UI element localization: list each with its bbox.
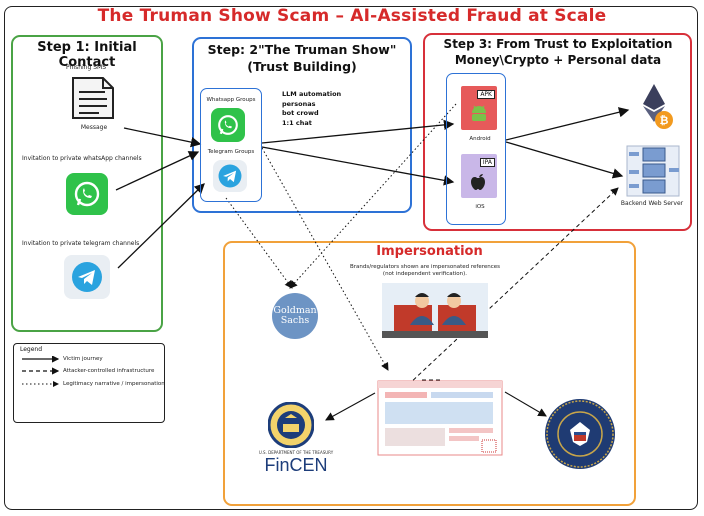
apps-phone-frame: [446, 73, 506, 225]
arrow-website-to-backend: [407, 187, 619, 386]
feature-bot-crowd: bot crowd: [282, 109, 319, 117]
impersonation-box: [223, 241, 636, 506]
step1-box: [11, 35, 163, 332]
apple-icon: [471, 174, 485, 190]
group-phone-frame: [200, 88, 262, 202]
goldman-line2: Sachs: [280, 315, 310, 326]
legend-title: Legend: [20, 346, 43, 353]
step2-heading-line2: (Trust Building): [247, 59, 357, 74]
whatsapp-groups-label: Whatsapp Groups: [206, 97, 256, 103]
legend-line-samples: [22, 356, 60, 387]
svg-text:₿: ₿: [660, 114, 669, 127]
arrow-telegram-to-groups: [117, 183, 205, 269]
step1-heading: Step 1: Initial Contact: [37, 40, 137, 70]
arrow-android-to-crypto: [505, 107, 630, 141]
arrow-groups-to-android: [261, 119, 455, 144]
goldman-line1: Goldman: [273, 305, 317, 316]
telegram-icon: [64, 255, 110, 299]
step2-feature-list: LLM automation personas bot crowd 1:1 ch…: [282, 90, 392, 128]
arrow-website-to-sec: [504, 391, 547, 417]
impersonation-heading: Impersonation: [376, 244, 483, 259]
whatsapp-invite-label: Invitation to private whatsApp channels: [22, 155, 142, 162]
diagram-frame: [4, 6, 698, 510]
telegram-groups-label: Telegram Groups: [207, 149, 255, 155]
impersonators-video-call-icon: [382, 283, 488, 338]
step2-box: [192, 37, 412, 213]
whatsapp-icon: [66, 173, 108, 215]
message-document-icon: [67, 74, 119, 120]
apk-tag: APK: [477, 90, 495, 99]
legend-victim-journey: Victim journey: [63, 356, 103, 362]
ipa-tag: IPA: [479, 158, 495, 167]
goldman-sachs-logo: Goldman Sachs: [272, 293, 318, 339]
message-label: Message: [80, 124, 108, 131]
apk-file-icon: APK: [461, 86, 497, 130]
android-robot-icon: [472, 105, 486, 121]
backend-label: Backend Web Server: [620, 200, 684, 207]
android-label: Android: [469, 136, 491, 142]
arrow-android-to-goldman: [289, 103, 457, 289]
impersonation-note-2: (not independent verification).: [382, 271, 468, 277]
ios-label: iOS: [475, 204, 485, 210]
feature-llm: LLM automation: [282, 90, 342, 98]
fincen-small-text: U.S. DEPARTMENT OF THE TREASURY: [258, 450, 334, 455]
feature-personas: personas: [282, 99, 316, 108]
legend-box: [13, 343, 165, 423]
arrow-website-to-fincen: [325, 392, 376, 421]
diagram-title: The Truman Show Scam – AI-Assisted Fraud…: [97, 6, 607, 26]
feature-chat: 1:1 chat: [282, 118, 312, 127]
legend-attacker-infra: Attacker-controlled infrastructure: [63, 368, 155, 374]
ipa-file-icon: IPA: [461, 154, 497, 198]
step2-heading-line1: Step: 2"The Truman Show": [207, 42, 397, 57]
telegram-invite-label: Invitation to private telegram channels: [22, 240, 140, 247]
fincen-wordmark: FinCEN: [264, 455, 328, 475]
step3-heading-line2: Money\Crypto + Personal data: [454, 53, 662, 67]
backend-server-icon: [626, 145, 680, 197]
sec-seal-icon: [545, 399, 615, 469]
arrow-whatsapp-to-groups: [115, 151, 200, 191]
whatsapp-groups-icon: [211, 108, 245, 142]
impersonation-note-1: Brands/regulators shown are impersonated…: [349, 264, 500, 270]
arrow-groups-to-ios: [261, 146, 455, 186]
arrow-sms-to-groups: [123, 127, 202, 148]
step3-heading-line1: Step 3: From Trust to Exploitation: [443, 37, 673, 51]
step3-box: [423, 33, 692, 231]
legend-legitimacy: Legitimacy narrative / impersonation: [63, 381, 165, 387]
telegram-groups-icon: [213, 160, 247, 192]
fake-website-icon: [377, 380, 503, 456]
sms-label: Phishing SMS: [66, 64, 106, 71]
crypto-coins-icon: ₿: [643, 84, 673, 129]
arrow-android-to-backend: [505, 141, 624, 179]
arrow-groups-to-website: [261, 147, 389, 371]
fincen-seal-icon: [268, 402, 314, 448]
arrow-groups-to-goldman: [225, 197, 293, 289]
